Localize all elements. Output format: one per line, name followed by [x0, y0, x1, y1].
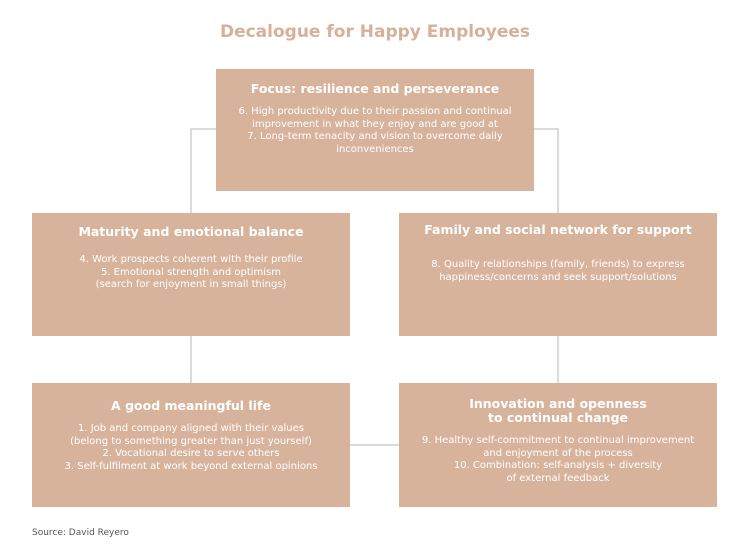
box-maturity-emotional-balance: Maturity and emotional balance 4. Work p… — [32, 213, 350, 336]
box-line: 9. Healthy self-commitment to continual … — [421, 435, 695, 446]
box-title: Focus: resilience and perseverance — [250, 81, 500, 96]
box-line: happiness/concerns and seek support/solu… — [439, 271, 677, 283]
box-line: 4. Work prospects coherent with their pr… — [79, 254, 303, 265]
box-body: 6. High productivity due to their passio… — [224, 106, 526, 156]
box-body: 9. Healthy self-commitment to continual … — [407, 435, 709, 485]
box-line: and enjoyment of the process — [483, 447, 633, 459]
box-line: improvement in what they enjoy and are g… — [252, 118, 498, 130]
box-title: Maturity and emotional balance — [78, 224, 304, 239]
box-line: (belong to something greater than just y… — [70, 435, 312, 447]
box-title: Innovation and openness to continual cha… — [407, 397, 709, 425]
box-good-meaningful-life: A good meaningful life 1. Job and compan… — [32, 383, 350, 507]
connector-top-left — [190, 128, 216, 213]
box-line: 1. Job and company aligned with their va… — [77, 423, 305, 434]
box-line: 10. Combination: self-analysis + diversi… — [453, 460, 663, 471]
box-body: 4. Work prospects coherent with their pr… — [40, 254, 342, 292]
box-title-line: Innovation and openness — [469, 396, 647, 411]
box-innovation-openness: Innovation and openness to continual cha… — [399, 383, 717, 507]
box-title: Family and social network for support — [424, 222, 692, 237]
box-title-line: to continual change — [487, 410, 628, 425]
box-title: A good meaningful life — [111, 398, 271, 413]
source-note: Source: David Reyero — [32, 528, 129, 538]
box-line: inconveniences — [336, 143, 414, 155]
box-line: 6. High productivity due to their passio… — [238, 106, 512, 117]
box-line: 5. Emotional strength and optimism — [100, 266, 282, 278]
box-body: 8. Quality relationships (family, friend… — [407, 259, 709, 284]
box-line: 7. Long-term tenacity and vision to over… — [247, 131, 503, 142]
box-line: (search for enjoyment in small things) — [95, 279, 287, 290]
connector-top-right — [534, 128, 559, 213]
box-family-social-network: Family and social network for support 8.… — [399, 213, 717, 336]
box-focus-resilience: Focus: resilience and perseverance 6. Hi… — [216, 69, 534, 191]
box-line: 3. Self-fulfilment at work beyond extern… — [64, 460, 318, 472]
box-line: 8. Quality relationships (family, friend… — [431, 259, 685, 270]
box-body: 1. Job and company aligned with their va… — [40, 423, 342, 473]
box-line: 2. Vocational desire to serve others — [102, 448, 280, 459]
diagram-title: Decalogue for Happy Employees — [219, 22, 531, 42]
box-line: of external feedback — [506, 472, 610, 484]
